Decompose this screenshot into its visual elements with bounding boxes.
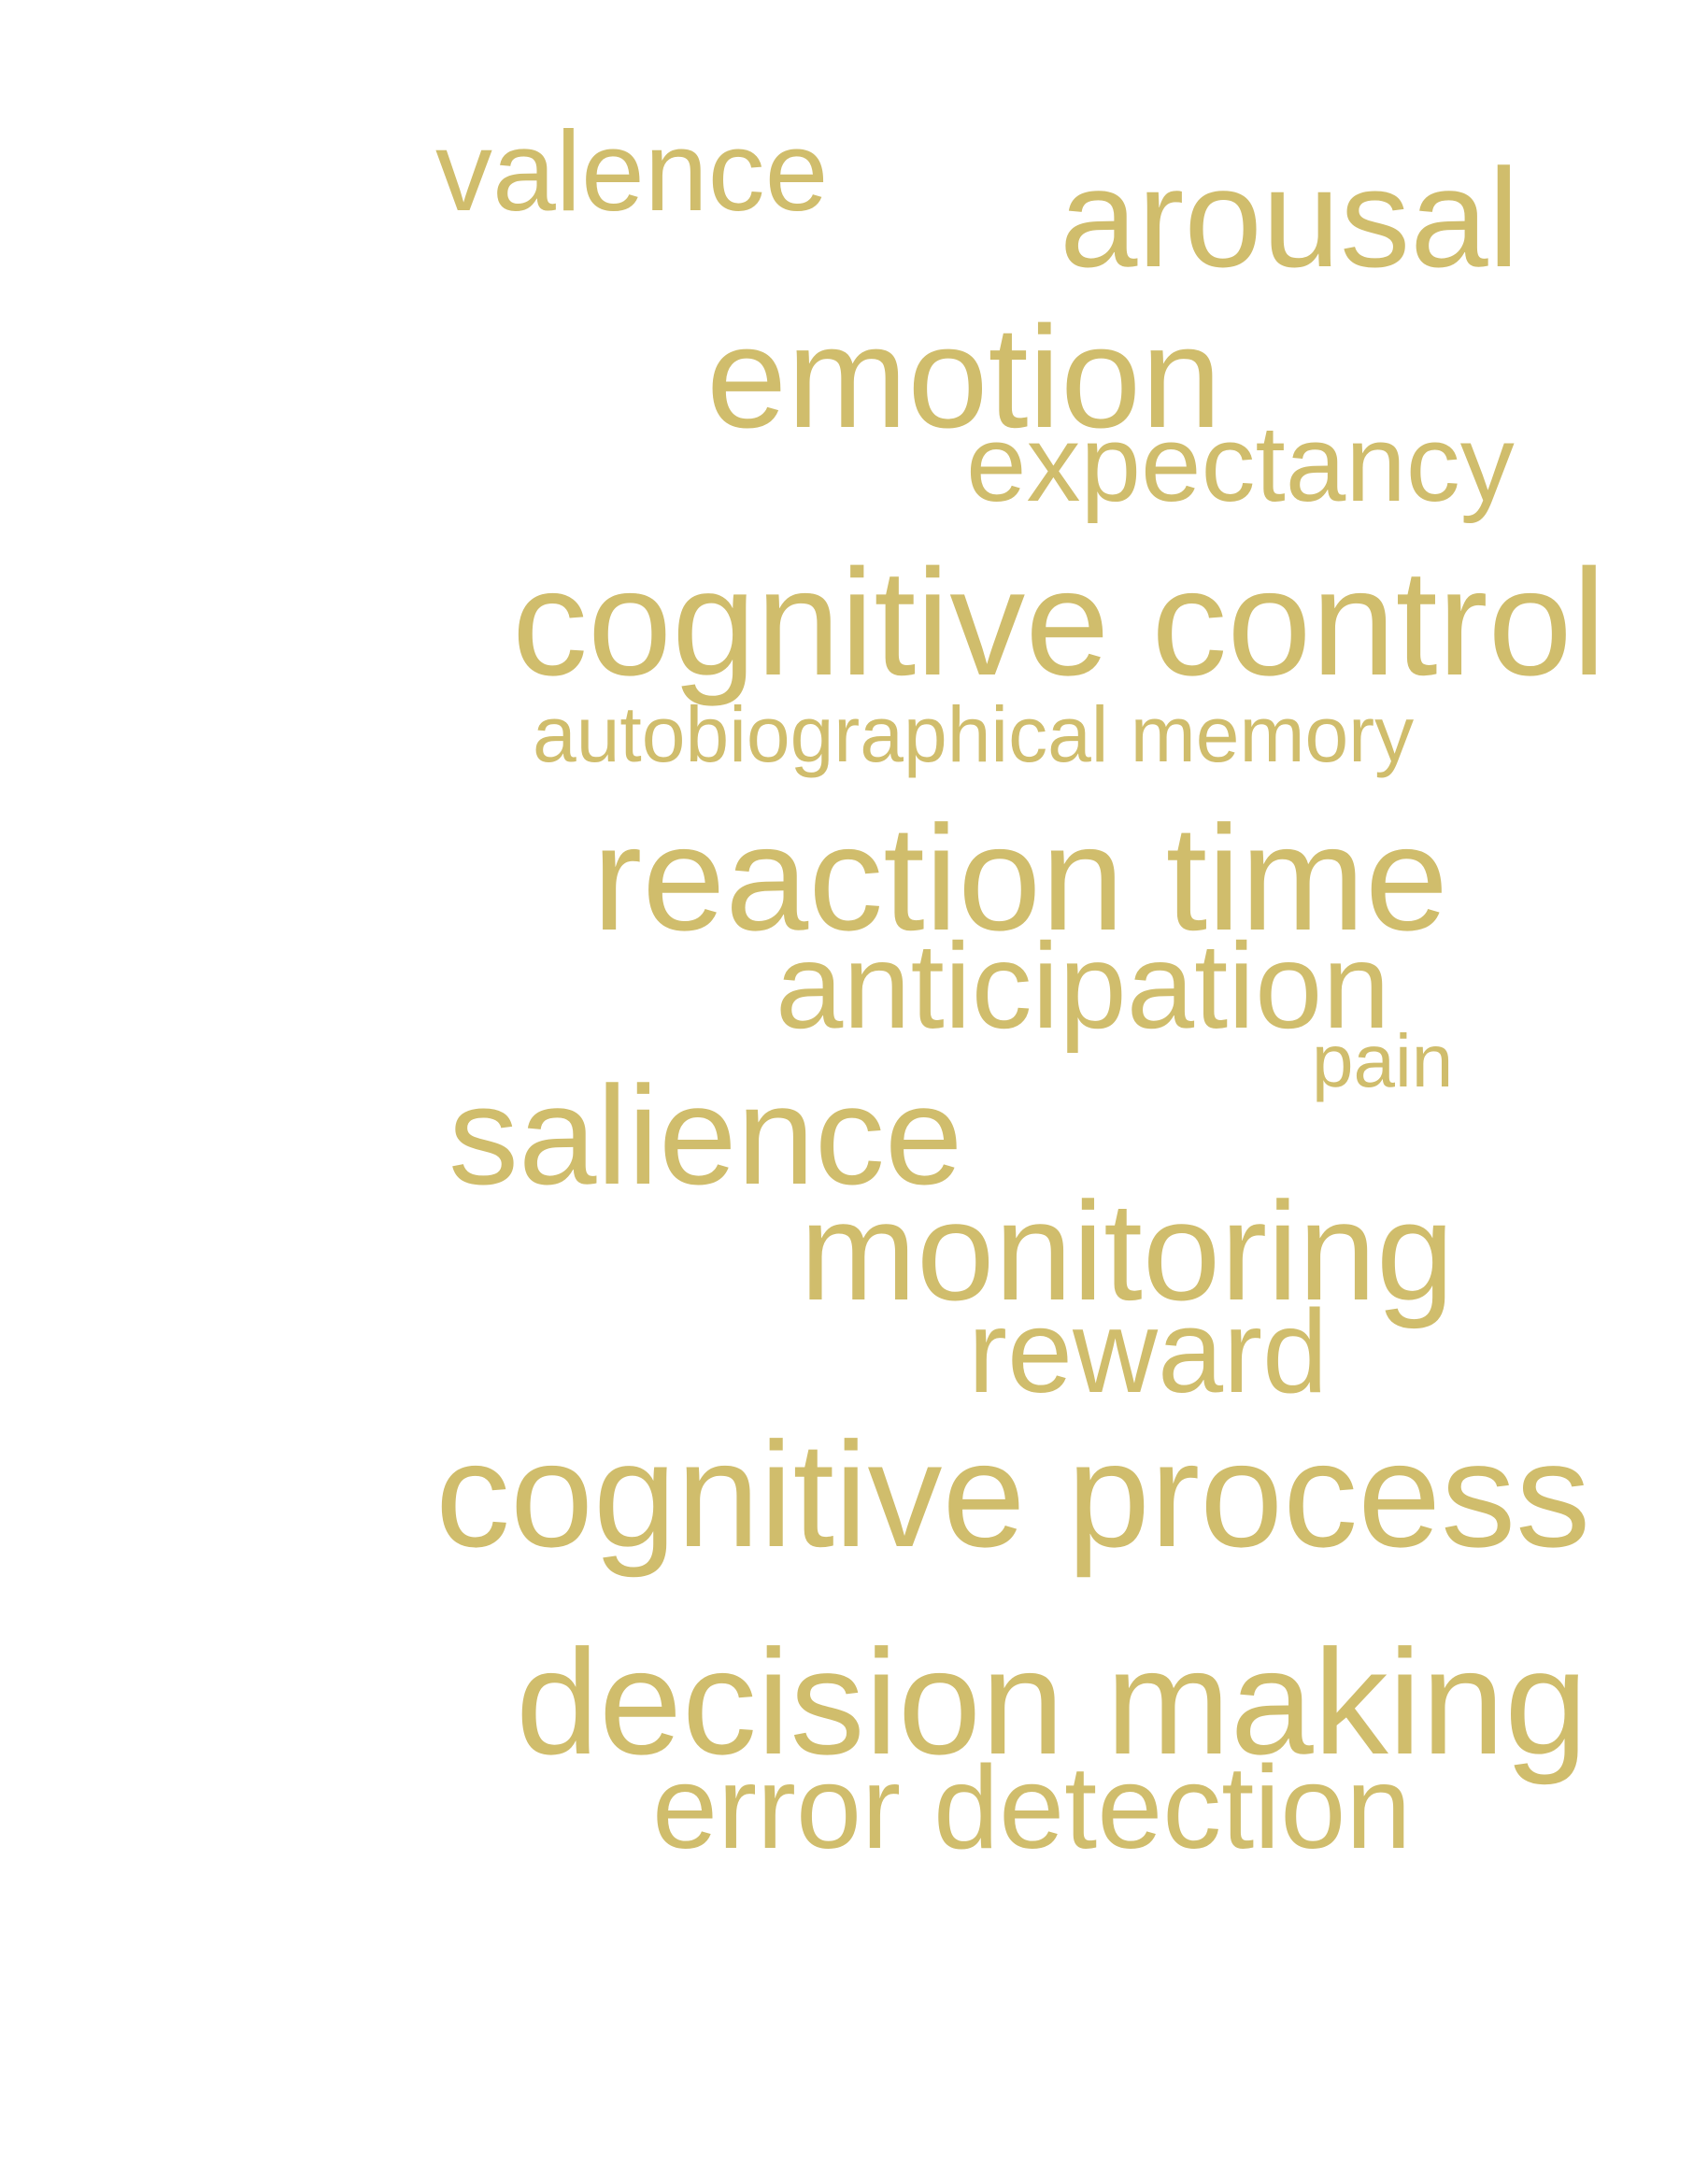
word-emotion: emotion bbox=[706, 296, 1222, 458]
word-pain: pain bbox=[1312, 1019, 1454, 1102]
word-expectancy: expectancy bbox=[966, 403, 1515, 524]
word-monitoring: monitoring bbox=[800, 1172, 1455, 1329]
word-cognitive-control: cognitive control bbox=[512, 538, 1606, 707]
word-reward: reward bbox=[968, 1285, 1329, 1417]
word-decision-making: decision making bbox=[516, 1618, 1588, 1785]
word-reaction-time: reaction time bbox=[592, 794, 1448, 961]
word-error-detection: error detection bbox=[652, 1741, 1412, 1873]
word-valence: valence bbox=[435, 107, 829, 234]
word-cognitive-process: cognitive process bbox=[435, 1411, 1591, 1578]
word-anticipation: anticipation bbox=[776, 917, 1390, 1054]
word-salience: salience bbox=[448, 1057, 963, 1214]
word-arousal: arousal bbox=[1060, 139, 1519, 296]
word-autobiographical-memory: autobiographical memory bbox=[533, 690, 1415, 778]
